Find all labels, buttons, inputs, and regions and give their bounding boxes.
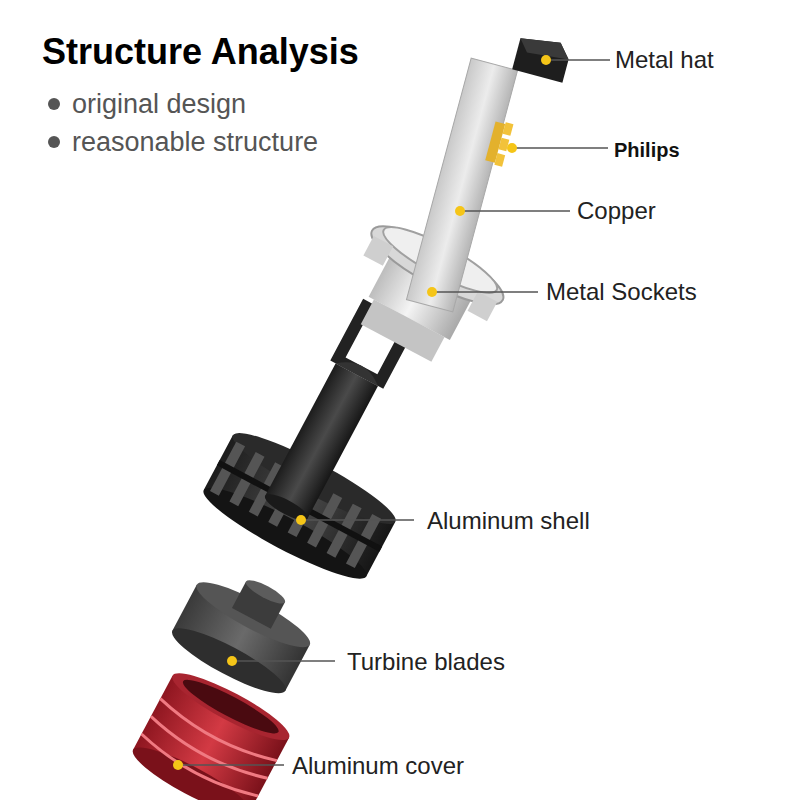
part-label: Turbine blades [347,650,505,674]
part-label: Philips [614,140,680,160]
title: Structure Analysis [42,34,359,70]
bullet [48,136,60,148]
copper-part [406,58,527,314]
part-label: Copper [577,199,656,223]
metal-hat-part [512,32,572,82]
marker-dots [173,55,551,770]
bullet-text: reasonable structure [72,129,318,156]
part-label: Aluminum cover [292,754,464,778]
turbine-part [166,557,325,704]
part-label: Metal hat [615,48,714,72]
bullet-text: original design [72,91,246,118]
bullet [48,98,60,110]
part-label: Aluminum shell [427,509,590,533]
leader-lines [178,60,610,765]
part-label: Metal Sockets [546,280,697,304]
